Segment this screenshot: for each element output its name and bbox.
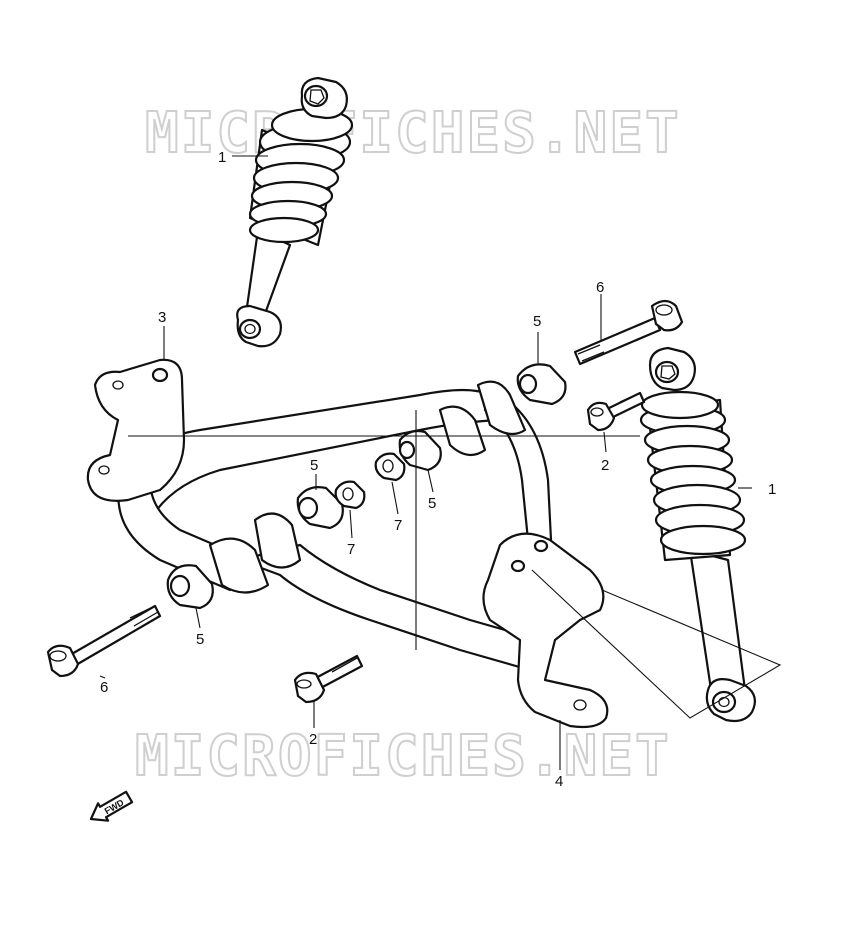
bushing-upper-right[interactable]	[516, 363, 567, 406]
collar-upper[interactable]	[374, 452, 406, 482]
bushing-center[interactable]	[296, 486, 344, 530]
callout-bushing-upper-right: 5	[533, 313, 541, 330]
callout-bolt-bottom: 2	[309, 731, 317, 748]
callout-numbers: 1 1 2 2 3 4 5 5 5 5 6 6 7 7	[100, 149, 776, 790]
bushing-mid-upper[interactable]	[398, 429, 442, 472]
fwd-direction-marker: FWD	[89, 790, 134, 822]
arrow-left-icon	[89, 790, 134, 822]
bracket-bottom[interactable]	[482, 532, 609, 729]
long-bolt-lower[interactable]	[46, 604, 162, 678]
callout-long-bolt-lower: 6	[100, 679, 108, 696]
watermark-bottom: MICROFICHES.NET	[135, 724, 671, 789]
callout-bushing-lower-left: 5	[196, 631, 204, 648]
callout-bracket-bottom: 4	[555, 773, 563, 790]
bolt-bottom[interactable]	[293, 654, 364, 704]
long-bolt-upper[interactable]	[573, 299, 684, 366]
shock-absorber-top[interactable]	[236, 76, 354, 348]
shock-absorber-right[interactable]	[639, 346, 757, 723]
callout-shock-right: 1	[768, 481, 776, 498]
callout-shock-top: 1	[218, 149, 226, 166]
callout-collar-center: 7	[347, 541, 355, 558]
callout-bushing-center: 5	[310, 457, 318, 474]
callout-bracket-left: 3	[158, 309, 166, 326]
bushing-lower-left[interactable]	[166, 564, 214, 610]
collar-center[interactable]	[334, 480, 366, 510]
bolt-right-upper[interactable]	[586, 391, 646, 432]
callout-collar-upper: 7	[394, 517, 402, 534]
callout-bolt-right-upper: 2	[601, 457, 609, 474]
callout-long-bolt-upper: 6	[596, 279, 604, 296]
callout-bushing-mid-upper: 5	[428, 495, 436, 512]
leader-lines	[99, 155, 782, 770]
